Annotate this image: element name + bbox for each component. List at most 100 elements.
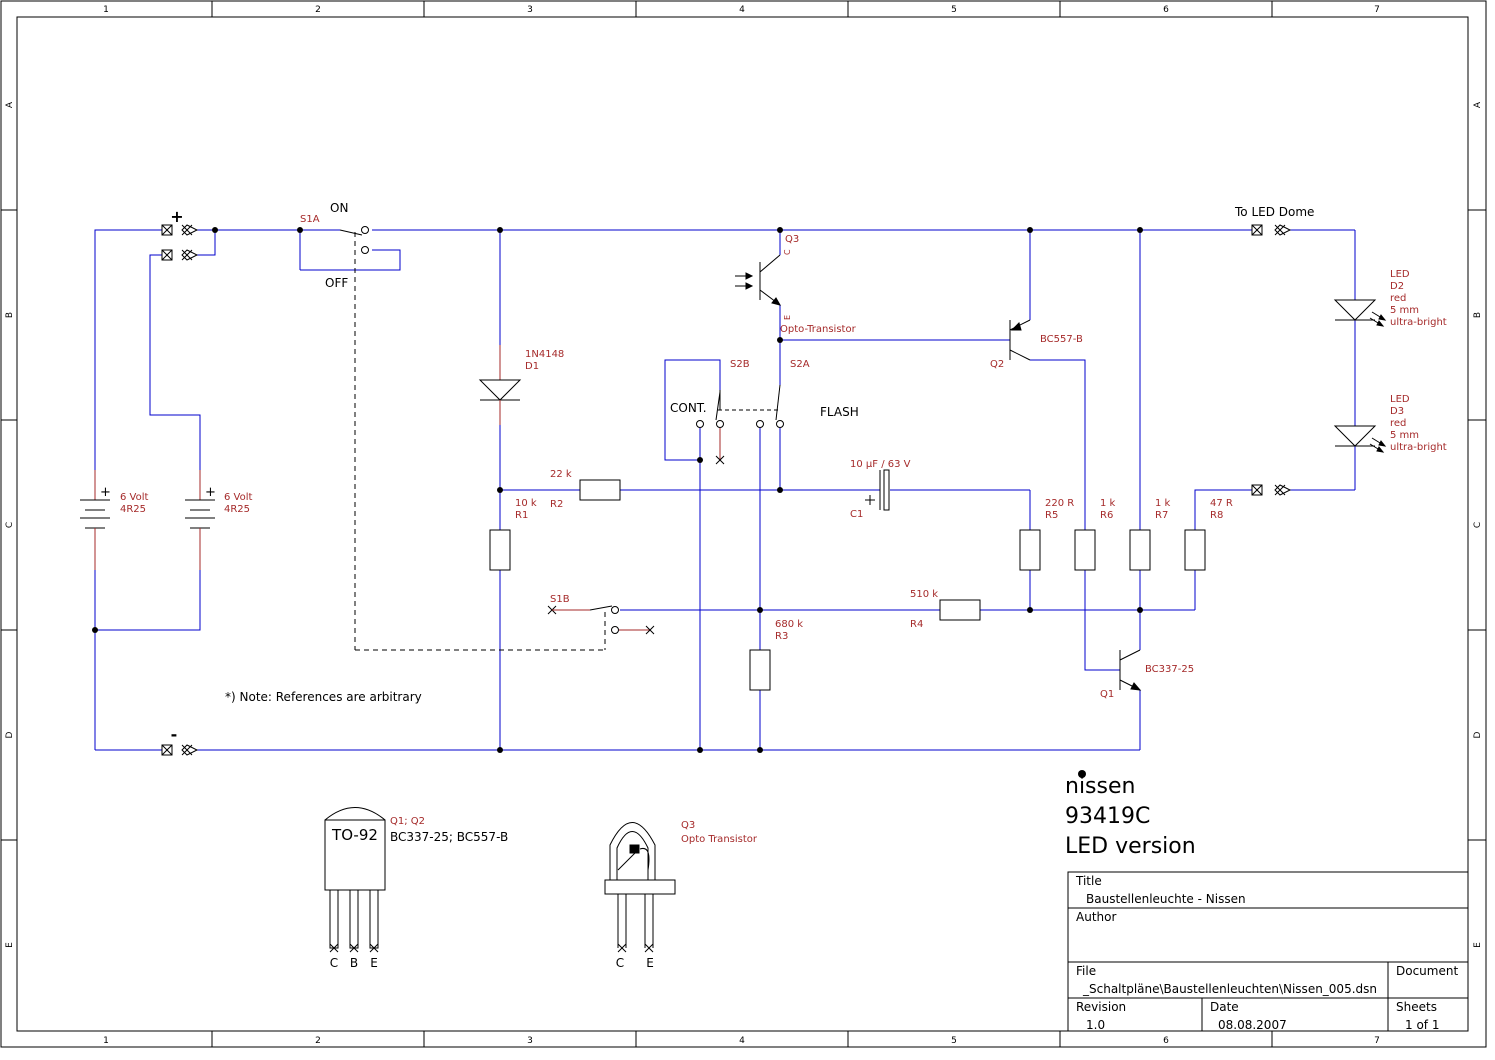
frame-row-labels: A B C D E A B C D E (5, 101, 1483, 948)
d3-size: 5 mm (1390, 430, 1419, 441)
resistor-r7 (1129, 529, 1151, 571)
q3-value: Opto-Transistor (780, 324, 857, 335)
column-label: 7 (1374, 5, 1380, 15)
flash-label: FLASH (820, 405, 859, 419)
resistor-r3 (749, 649, 771, 691)
q3-ref: Q3 (785, 234, 799, 245)
r1-value: 10 k (515, 498, 537, 509)
r1-ref: R1 (515, 510, 528, 521)
s1a-label: S1A (300, 214, 320, 225)
transistor-q1-symbol (1119, 649, 1142, 691)
connector-minus (161, 744, 199, 756)
row-label: D (1473, 731, 1483, 738)
r3-value: 680 k (775, 619, 803, 630)
row-label: B (5, 312, 15, 318)
to92-pin-c: C (330, 956, 338, 970)
column-label: 7 (1374, 1036, 1380, 1046)
transistor-q2-symbol (1009, 319, 1031, 361)
s1b-label: S1B (550, 594, 570, 605)
column-label: 6 (1163, 5, 1169, 15)
tb-date-value: 08.08.2007 (1218, 1018, 1287, 1032)
column-label: 6 (1163, 1036, 1169, 1046)
brand-version: LED version (1065, 834, 1196, 859)
opto-pin-e: E (646, 956, 654, 970)
to-led-dome-label: To LED Dome (1234, 205, 1314, 219)
r3-ref: R3 (775, 631, 788, 642)
switch-s1b-symbol (547, 605, 655, 650)
switch-off-label: OFF (325, 276, 348, 290)
row-label: A (5, 101, 15, 108)
switch-s1a-symbol (339, 226, 605, 651)
d2-desc: ultra-bright (1390, 317, 1447, 328)
to92-pin-e: E (370, 956, 378, 970)
resistor-r2 (579, 479, 621, 501)
r4-value: 510 k (910, 589, 938, 600)
r8-ref: R8 (1210, 510, 1223, 521)
brand-logo: nissen (1065, 774, 1135, 799)
resistor-r1 (489, 529, 511, 571)
s2b-label: S2B (730, 359, 750, 370)
resistor-r6 (1074, 529, 1096, 571)
connector-plus (161, 224, 199, 261)
tb-date-label: Date (1210, 1000, 1239, 1014)
r4-ref: R4 (910, 619, 923, 630)
opto-pkg-desc: Opto Transistor (681, 834, 758, 845)
d3-desc: ultra-bright (1390, 442, 1447, 453)
tb-title-value: Baustellenleuchte - Nissen (1086, 892, 1246, 906)
column-label: 3 (527, 5, 533, 15)
tb-revision-value: 1.0 (1086, 1018, 1105, 1032)
column-label: 4 (739, 5, 745, 15)
switch-s2-symbol (696, 384, 784, 465)
s2a-label: S2A (790, 359, 810, 370)
r5-value: 220 R (1045, 498, 1074, 509)
column-label: 2 (315, 5, 321, 15)
row-label: E (5, 942, 15, 948)
battery-2-value: 6 Volt (224, 492, 253, 503)
plus-label: + (170, 207, 183, 226)
frame-column-labels: 1 2 3 4 5 6 7 1 2 3 4 5 6 7 (103, 5, 1380, 1046)
battery-1-value: 6 Volt (120, 492, 149, 503)
resistor-r5 (1019, 529, 1041, 571)
r2-value: 22 k (550, 469, 572, 480)
tb-sheets-value: 1 of 1 (1405, 1018, 1439, 1032)
column-label: 2 (315, 1036, 321, 1046)
resistor-r4 (939, 599, 981, 621)
r5-ref: R5 (1045, 510, 1058, 521)
logo-dot (1078, 770, 1086, 778)
tb-revision-label: Revision (1076, 1000, 1126, 1014)
row-label: E (1473, 942, 1483, 948)
diode-d1-symbol (478, 345, 522, 425)
d2-type: LED (1390, 269, 1410, 280)
switch-on-label: ON (330, 201, 348, 215)
q1-value: BC337-25 (1145, 664, 1194, 675)
q3-pin-e: E (783, 315, 792, 320)
capacitor-c1 (865, 469, 890, 511)
column-label: 1 (103, 5, 109, 15)
note-text: *) Note: References are arbitrary (225, 690, 422, 704)
resistor-r8 (1184, 529, 1206, 571)
battery-2-symbol: + (185, 470, 216, 570)
led-d3-symbol (1333, 425, 1387, 453)
q2-ref: Q2 (990, 359, 1004, 370)
tb-author-label: Author (1076, 910, 1116, 924)
r7-ref: R7 (1155, 510, 1168, 521)
led-d2-symbol (1333, 299, 1387, 327)
tb-sheets-label: Sheets (1396, 1000, 1437, 1014)
row-label: C (1473, 522, 1483, 528)
column-label: 5 (951, 5, 957, 15)
tb-document-label: Document (1396, 964, 1458, 978)
d2-ref: D2 (1390, 281, 1404, 292)
svg-text:+: + (205, 485, 216, 500)
c1-value: 10 µF / 63 V (850, 459, 911, 470)
opto-pkg-ref: Q3 (681, 820, 695, 831)
to92-pin-b: B (350, 956, 358, 970)
tb-title-label: Title (1075, 874, 1102, 888)
row-label: C (5, 522, 15, 528)
battery-2-type: 4R25 (224, 504, 250, 515)
d2-size: 5 mm (1390, 305, 1419, 316)
r8-value: 47 R (1210, 498, 1233, 509)
junctions (92, 227, 1143, 753)
r6-ref: R6 (1100, 510, 1113, 521)
